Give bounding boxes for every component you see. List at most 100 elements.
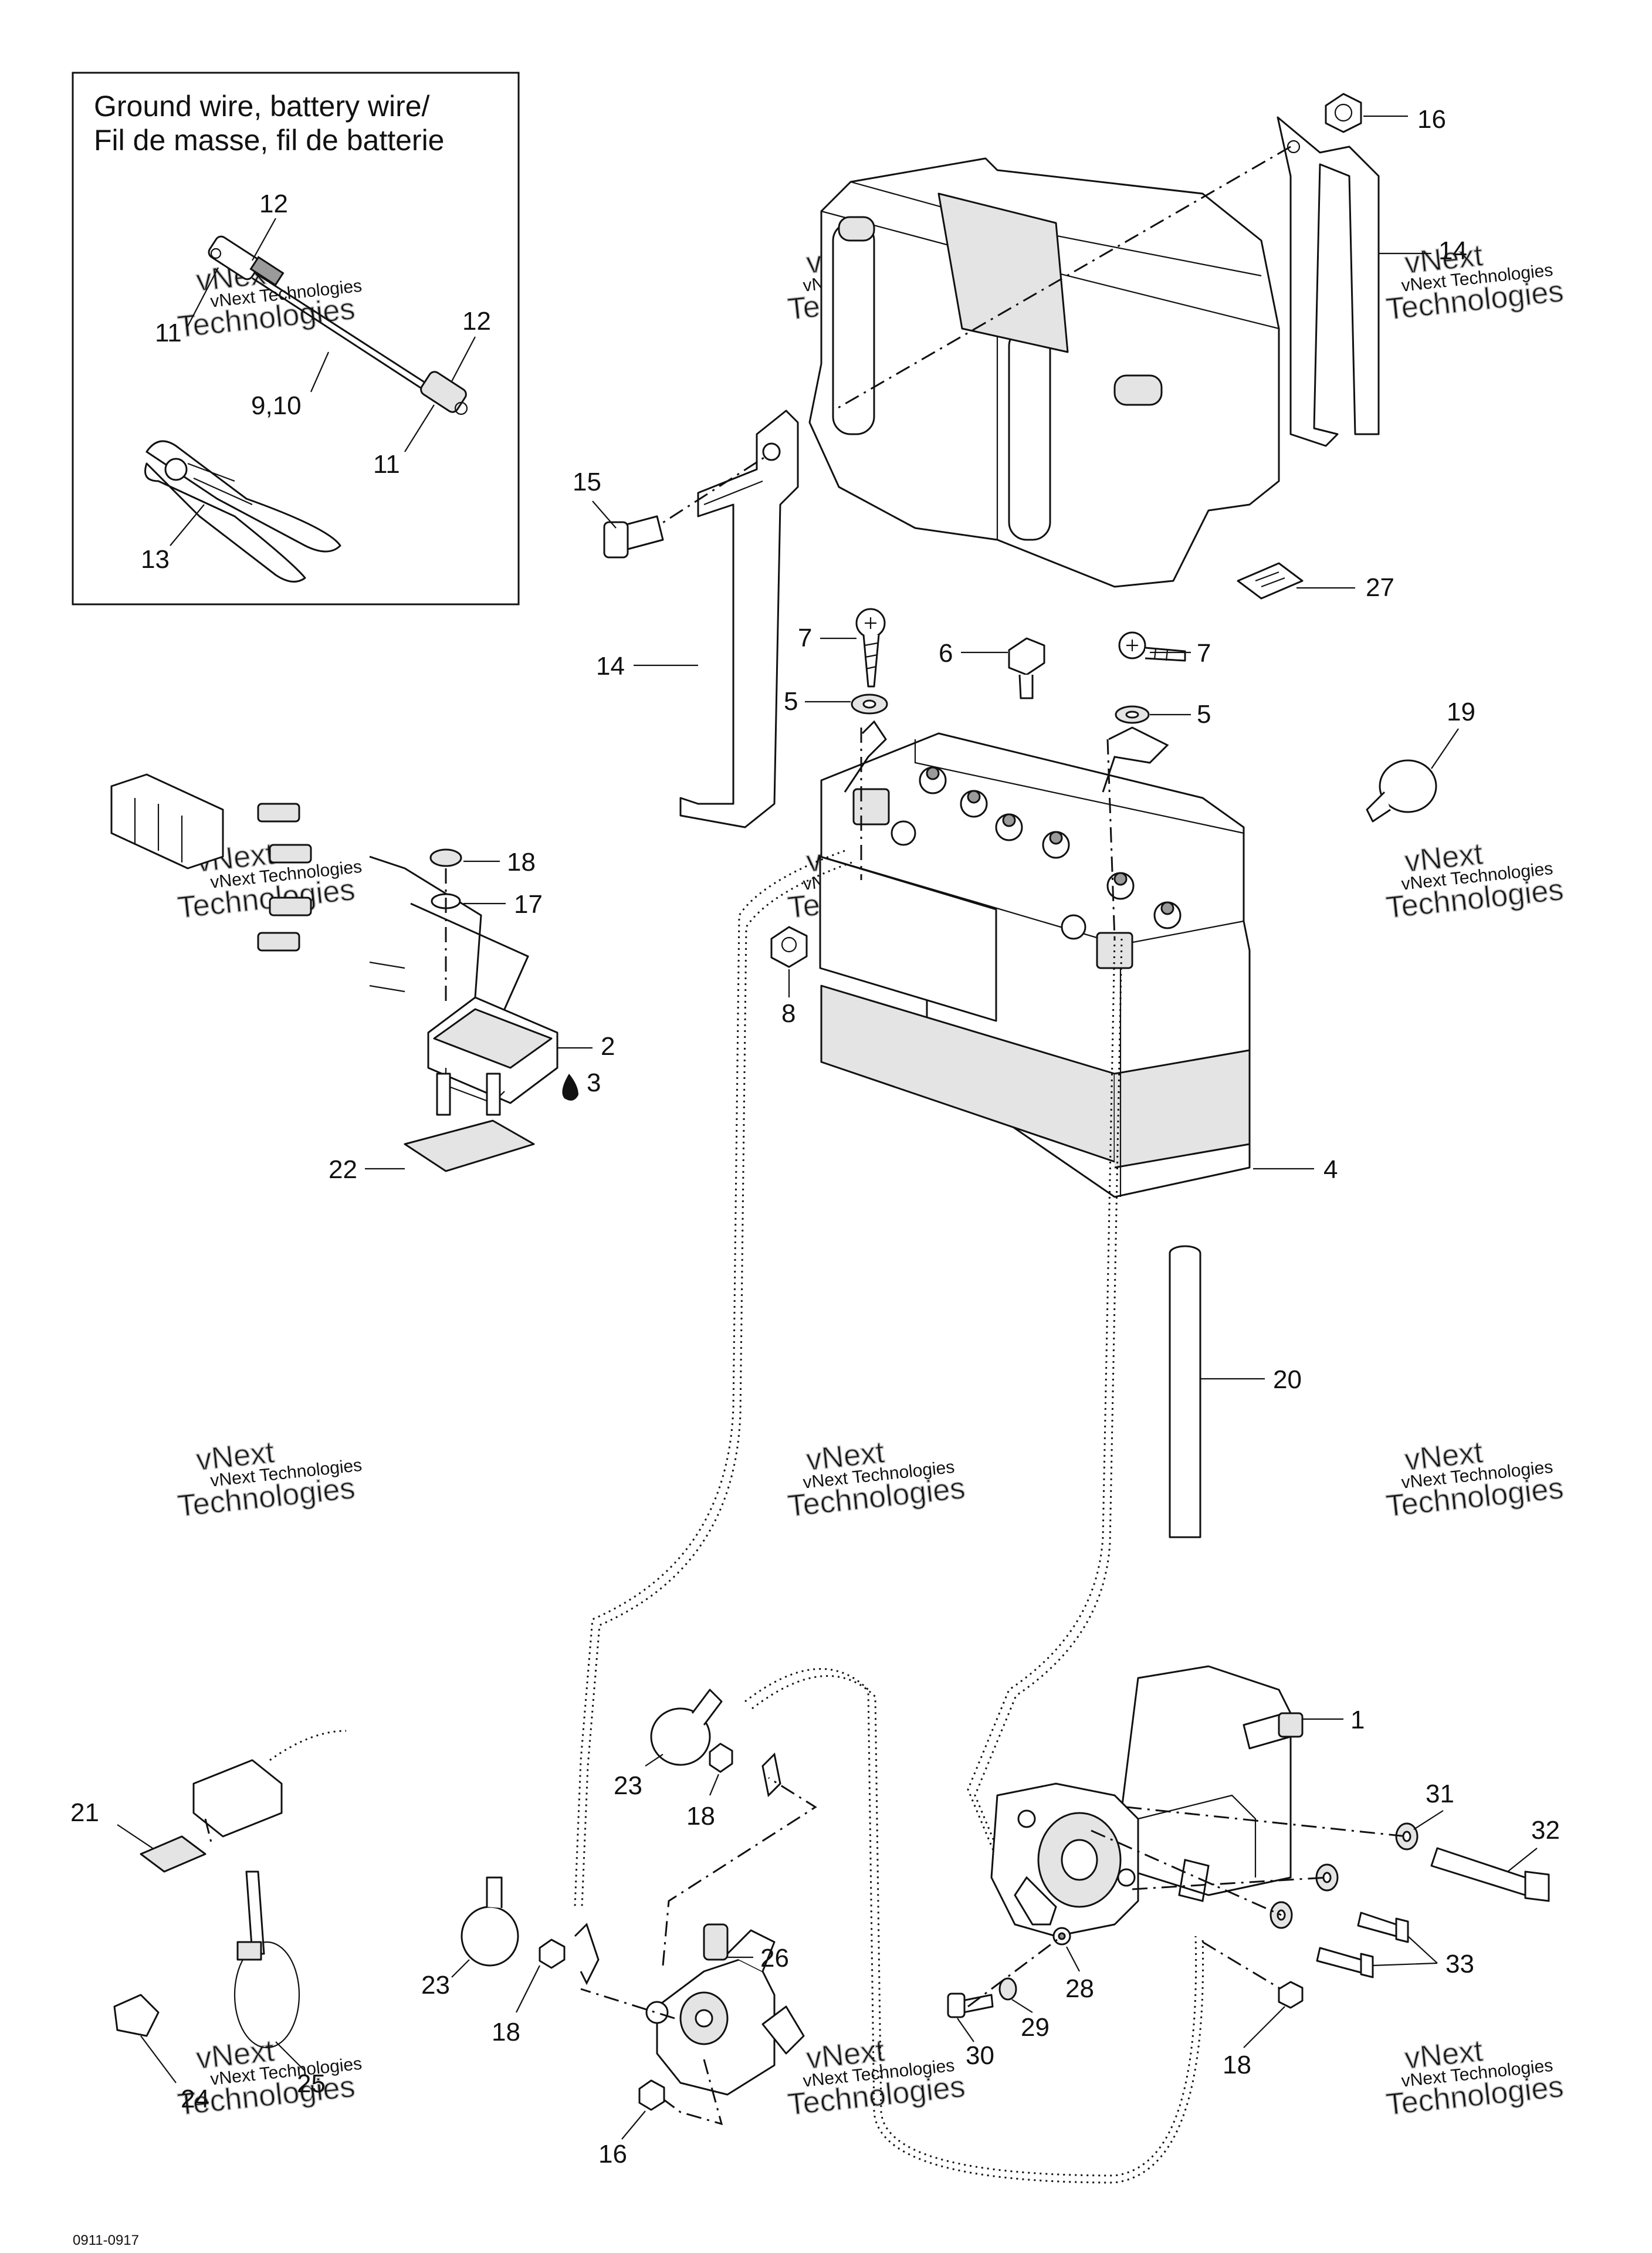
callout-20: 20: [1273, 1365, 1302, 1394]
nut-8: [770, 926, 808, 968]
bolt-30: [947, 1992, 994, 2018]
bolt-32: [1430, 1847, 1550, 1902]
callout-14: 14: [1438, 236, 1467, 265]
terminal-bolt-6: [1008, 637, 1045, 699]
callout-26: 26: [760, 1944, 789, 1973]
crimping-pliers-illustration: [144, 440, 341, 583]
callout-23: 23: [421, 1971, 450, 2000]
watermarks: vNext vNext Technologies Technologies vN…: [175, 238, 1566, 2122]
nut-18-top: [709, 1743, 733, 1773]
washer-29: [998, 1977, 1017, 2001]
callout-1: 1: [1350, 1706, 1365, 1734]
callout-7: 7: [1197, 639, 1211, 668]
washer-5-left: [851, 694, 888, 715]
callouts: 16 14 15 27 14 7 6 7 5 5 19 18 17 8 2 3 …: [70, 105, 1560, 2169]
callout-2: 2: [601, 1032, 615, 1061]
callout-11: 11: [373, 450, 400, 479]
callout-18: 18: [507, 848, 536, 877]
washer-5-right: [1115, 705, 1150, 724]
ground-wire-illustration: [208, 235, 468, 415]
callout-30: 30: [966, 2041, 994, 2070]
svg-text:vNext: vNext: [805, 2034, 886, 2076]
callout-12: 12: [462, 307, 491, 336]
dielectric-grease-drop: [562, 1074, 578, 1101]
callout-14: 14: [596, 652, 625, 681]
hold-down-strap-left: [679, 410, 799, 828]
terminal-pins: [257, 803, 312, 952]
inset-title-line2: Fil de masse, fil de batterie: [94, 124, 445, 157]
callout-28: 28: [1065, 1974, 1094, 2003]
assembly-line: [832, 146, 1291, 412]
inset-frame: [72, 72, 520, 605]
callout-23: 23: [614, 1771, 642, 1800]
callout-5: 5: [1197, 700, 1211, 729]
callout-13: 13: [141, 545, 170, 574]
hold-down-strap-right: [1277, 116, 1380, 447]
watermark: vNext vNext Technologies Technologies: [1384, 2033, 1566, 2122]
inset-title-line1: Ground wire, battery wire/: [94, 90, 430, 123]
callout-27: 27: [1366, 573, 1394, 602]
fuse-21: [140, 1835, 206, 1873]
connector-housing: [110, 773, 224, 870]
clip-24: [113, 1994, 160, 2037]
callout-29: 29: [1021, 2013, 1050, 2042]
callout-12: 12: [259, 190, 288, 218]
callout-18: 18: [686, 1802, 715, 1831]
callout-16: 16: [598, 2140, 627, 2169]
callout-4: 4: [1323, 1155, 1338, 1184]
screw-7-left: [855, 608, 886, 688]
watermark: vNext vNext Technologies Technologies: [1384, 836, 1566, 925]
callout-3: 3: [587, 1068, 601, 1097]
callout-21: 21: [70, 1798, 99, 1827]
battery-cables: [574, 850, 1204, 2184]
nut-16: [1325, 93, 1362, 133]
nut-18-solenoid: [539, 1939, 566, 1969]
inset-panel: Ground wire, battery wire/ Fil de masse,…: [72, 72, 520, 605]
nut-18-starter: [1278, 1981, 1304, 2009]
assembly-line: [645, 454, 769, 535]
figure-code: 0911-0917: [73, 2232, 139, 2248]
watermark: vNext vNext Technologies Technologies: [175, 1435, 363, 1524]
callout-8: 8: [781, 999, 795, 1028]
screw-7-right: [1118, 631, 1186, 662]
callout-16: 16: [1417, 105, 1446, 134]
battery-box: [808, 157, 1304, 600]
cable-tie-25: [233, 1870, 300, 2049]
bolt-33b: [1316, 1947, 1374, 1978]
watermark: vNext vNext Technologies Technologies: [1384, 238, 1566, 327]
watermark: vNext vNext Technologies Technologies: [786, 1435, 967, 1524]
vent-tube: [1169, 1245, 1201, 1538]
voltage-regulator: [369, 855, 558, 1104]
callout-6: 6: [939, 639, 953, 668]
callout-22: 22: [329, 1155, 357, 1184]
bolt-33a: [1357, 1912, 1409, 1943]
callout-17: 17: [514, 890, 543, 919]
mounting-pad: [404, 1073, 535, 1172]
nut-28: [1052, 1927, 1071, 1946]
callout-32: 32: [1531, 1816, 1560, 1845]
callout-15: 15: [573, 468, 601, 496]
callout-7: 7: [798, 624, 812, 652]
callout-5: 5: [784, 687, 798, 716]
terminal-boot-23-bottom: [461, 1876, 519, 1967]
callout-18: 18: [1223, 2051, 1251, 2079]
callout-33: 33: [1446, 1950, 1474, 1978]
watermark: vNext vNext Technologies Technologies: [1384, 1435, 1566, 1524]
callout-25: 25: [297, 2069, 326, 2098]
starter-motor: [990, 1665, 1304, 1937]
callout-19: 19: [1447, 698, 1475, 726]
callout-9-10: 9,10: [251, 391, 302, 420]
bolt-15: [603, 515, 664, 559]
nut-16-solenoid: [638, 2079, 665, 2111]
battery-cable-lug-right: [1102, 726, 1169, 793]
nut-18-regulator: [429, 848, 462, 867]
fuse-holder: [192, 1730, 347, 1843]
svg-text:vNext: vNext: [195, 1435, 276, 1477]
terminal-boot-19: [1366, 759, 1437, 823]
washer-31: [1395, 1822, 1419, 1851]
callout-24: 24: [181, 2085, 209, 2113]
watermark: vNext vNext Technologies Technologies: [175, 255, 363, 344]
svg-text:vNext: vNext: [1403, 238, 1485, 280]
terminal-boot-23-top: [650, 1689, 723, 1766]
